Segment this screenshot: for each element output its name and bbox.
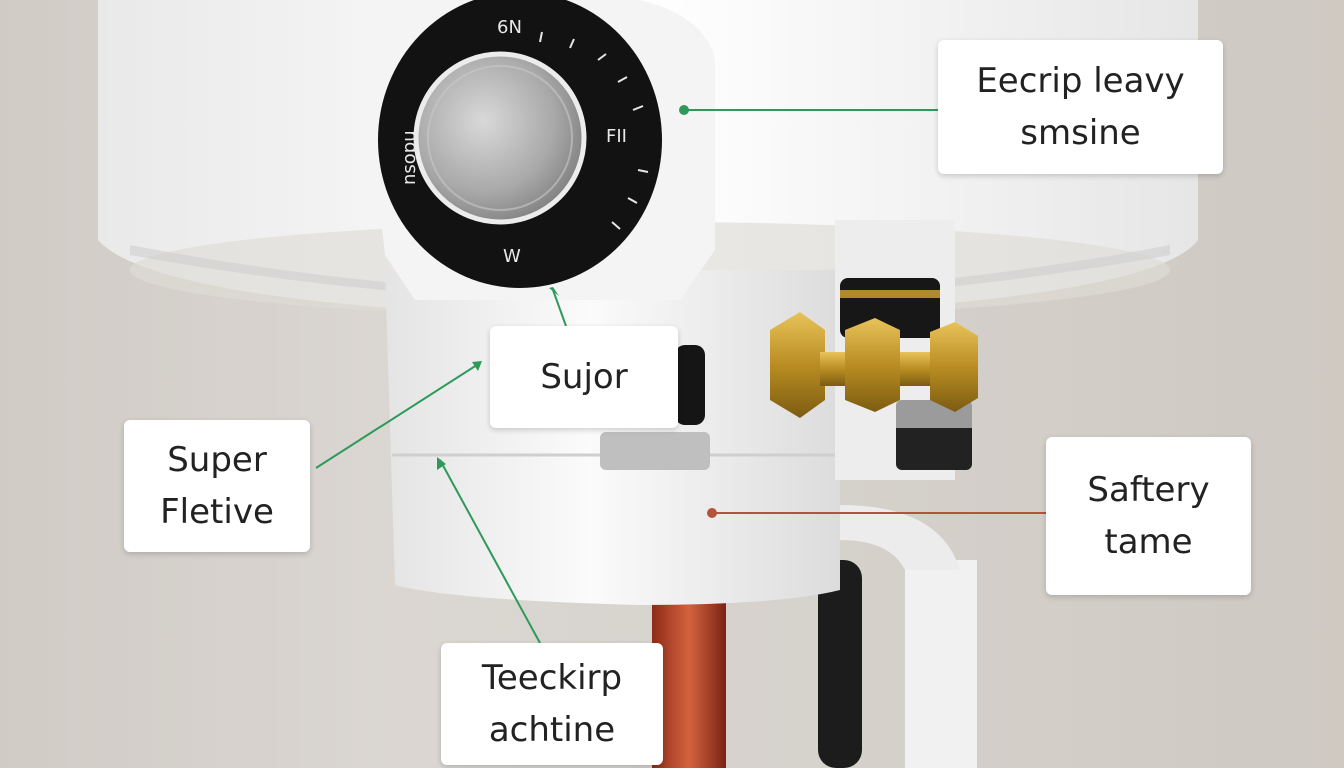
dial-mark-right: FII [606, 126, 627, 147]
callout-top-right-line-2: smsine [1020, 113, 1141, 153]
callout-bottom-line-1: Teeckirp [481, 658, 623, 698]
callout-center-line-1: Sujor [540, 357, 628, 397]
dial-mark-left: nsopu [399, 130, 420, 185]
callout-right-line-2: tame [1104, 522, 1193, 562]
leader-bottom [439, 459, 541, 644]
callout-left-line-2: Fletive [160, 492, 274, 532]
callout-right: Saftery tame [1046, 437, 1251, 595]
copper-pipe [652, 600, 726, 768]
leader-left [315, 362, 481, 469]
callout-right-line-1: Saftery [1087, 470, 1210, 510]
white-pvc-pipe [905, 560, 977, 768]
brass-valve [770, 312, 978, 418]
dial-mark-bottom: W [503, 246, 521, 267]
callout-left-line-1: Super [167, 440, 267, 480]
leader-center [552, 289, 567, 327]
callout-bottom: Teeckirp achtine [441, 643, 663, 765]
leader-lines [315, 105, 1046, 644]
callout-top-right: Eecrip leavy smsine [938, 40, 1223, 174]
black-hose [818, 560, 862, 768]
dial-mark-top: 6N [497, 17, 522, 38]
callout-bottom-line-2: achtine [488, 710, 616, 750]
callout-left: Super Fletive [124, 420, 310, 552]
callout-top-right-line-1: Eecrip leavy [976, 61, 1185, 101]
callout-center: Sujor [490, 326, 678, 428]
dial-knob [413, 51, 587, 225]
